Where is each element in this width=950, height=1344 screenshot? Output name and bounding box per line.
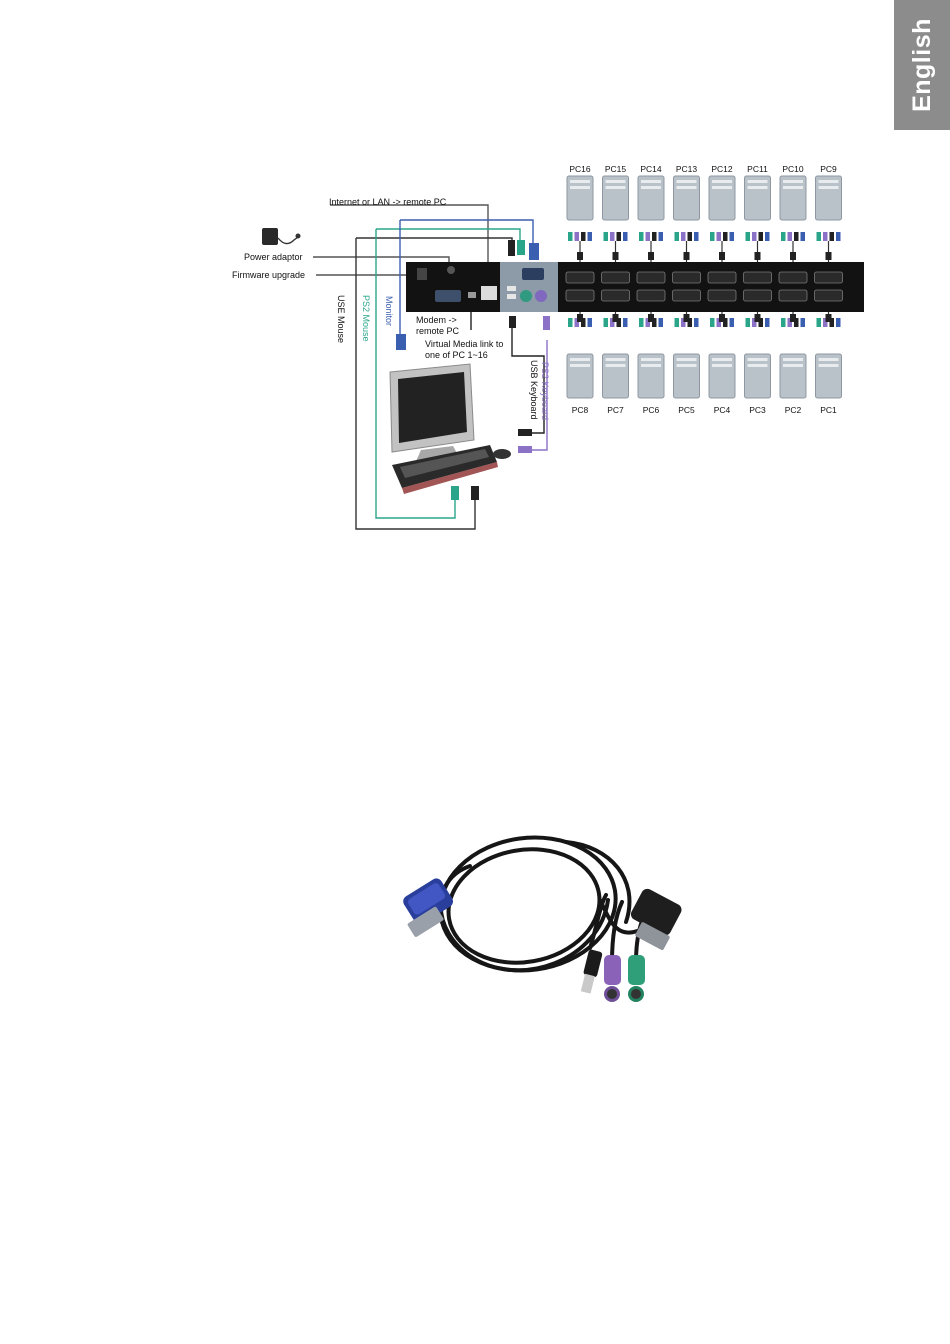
black-vga-connector-icon [622, 887, 685, 951]
ps2-green-plug-icon [628, 955, 645, 1002]
ps2-purple-plug-icon [604, 955, 621, 1002]
usb-plug-icon [579, 949, 603, 994]
